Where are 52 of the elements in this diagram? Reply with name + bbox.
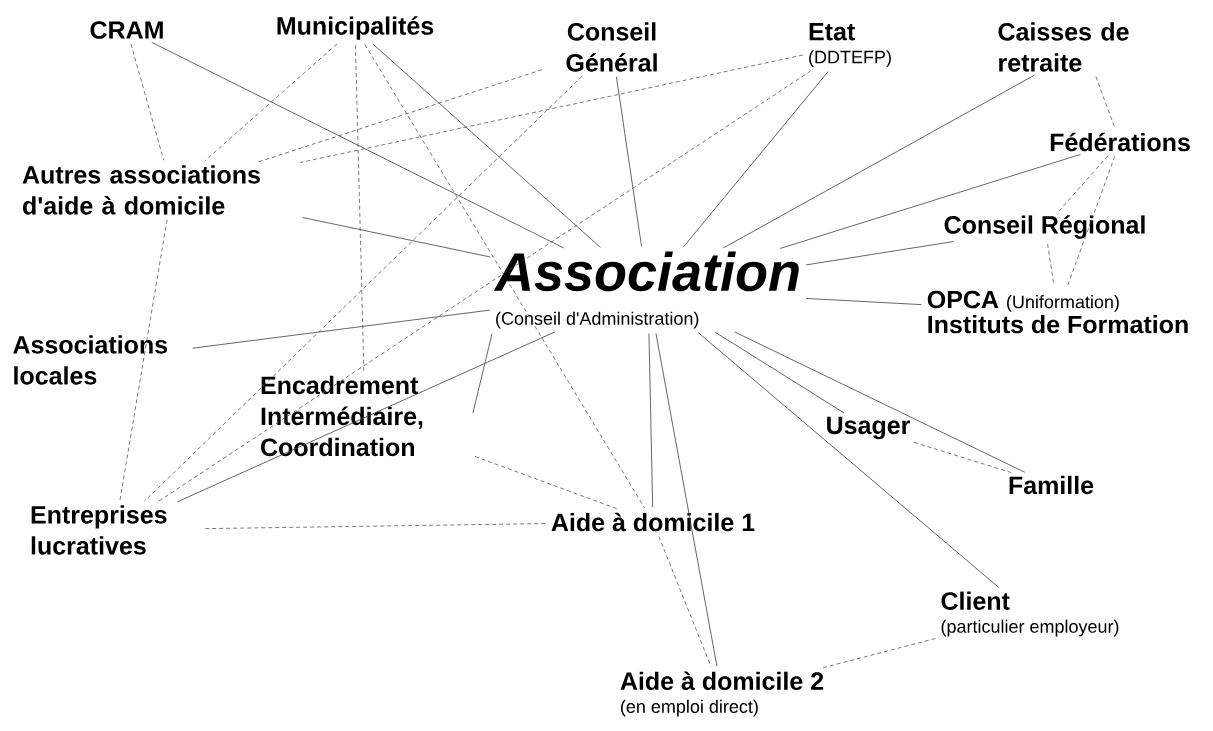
connector-line [364,44,645,509]
connector-line [1067,155,1116,286]
connector-line [300,54,804,163]
connector-line [658,535,712,667]
connector-line [1059,155,1109,212]
connector-line [176,331,556,503]
connector-line [302,217,491,258]
entity-label: Associations locales [13,335,168,385]
connector-line [655,333,718,667]
entity-label: Conseil Régional [944,215,1145,239]
connector-line [372,43,601,248]
connector-line [913,441,1012,474]
connector-line [1095,76,1116,129]
entity-label: CRAM [90,21,163,39]
connector-line [805,298,922,306]
entity-label: Aide à domicile 2 (en emploi direct) [620,671,824,717]
connector-line [257,69,543,163]
connector-line [648,333,654,508]
connector-line [682,71,829,248]
connector-line [204,43,338,162]
connector-line [805,241,955,266]
entity-label: Famille [1009,475,1094,495]
entity-label: Usager [827,416,910,440]
connector-line [1047,243,1055,286]
connector-line [130,43,164,161]
connector-line [779,154,1081,249]
connector-line [204,523,547,529]
connector-line [151,42,565,249]
entity-label: Autres associations d'aide à domicile [22,165,260,215]
entity-label: OPCA (Uniformation) Instituts de Formation [927,290,1188,334]
entity-label: Fédérations [1050,132,1190,152]
connector-line [723,74,1035,249]
entity-label: Association (Conseil d'Administration) [493,251,799,329]
connector-line [157,70,812,502]
connector-line [472,333,493,414]
connector-line [616,76,642,247]
connector-line [734,331,1026,473]
connector-line [355,44,365,371]
connector-line [819,638,936,669]
entity-label: Etat (DDTEFP) [809,23,891,67]
connector-line [714,331,845,414]
connector-line [697,332,1000,588]
entity-label: Conseil Général [566,22,657,72]
entity-label: Encadrement Intermédiaire, Coordination [261,375,423,457]
entity-label: Client (particulier employeur) [941,591,1119,637]
entity-label: Aide à domicile 1 [551,512,755,532]
connector-line [144,75,583,502]
connector-line [192,309,491,349]
entity-label: Caisses de retraite [998,22,1129,72]
connector-line [119,219,168,501]
entity-label: Entreprises lucratives [31,505,167,555]
entity-label: Municipalités [277,16,434,40]
